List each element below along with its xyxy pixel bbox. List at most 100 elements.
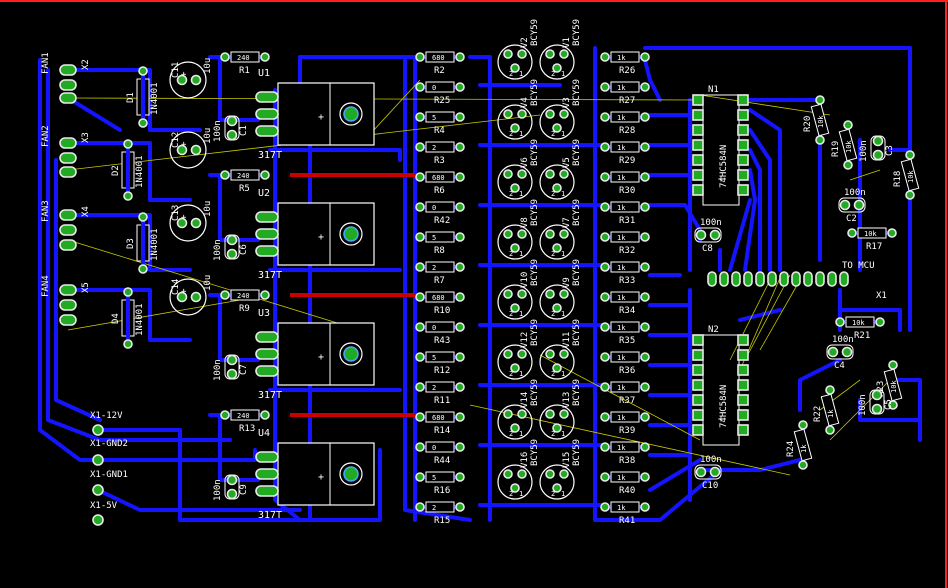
cap-pin: [190, 217, 202, 229]
resistor-pad: [905, 150, 915, 160]
resistor-value: 1k: [617, 204, 626, 212]
resistor-pad: [825, 425, 835, 435]
resistor-pad: [415, 172, 425, 182]
polarity-mark: +: [181, 287, 187, 297]
transistor-ref: V14: [520, 392, 530, 408]
fan4-label: FAN4: [41, 275, 51, 297]
regulator-pin: [255, 485, 279, 497]
resistor-r4: 5R4: [415, 111, 465, 136]
resistor-pad: [415, 412, 425, 422]
transistor-pin: [503, 229, 513, 239]
resistor-ref: R29: [619, 156, 635, 166]
pin-number: 1: [561, 430, 565, 438]
transistor-pin: [559, 109, 569, 119]
power-terminal-3[interactable]: [92, 484, 104, 496]
resistor-value: 1k: [617, 54, 626, 62]
transistor-pin: [510, 423, 520, 433]
regulator-pin: [255, 125, 279, 137]
fan-connector-3[interactable]: [59, 209, 77, 251]
resistor-ref: R3: [434, 156, 445, 166]
cap-value: 100n: [844, 188, 866, 198]
regulator-ref: U1: [258, 68, 270, 79]
transistor-pin: [552, 63, 562, 73]
pin-number: 2: [509, 250, 513, 258]
cap-value: 100n: [858, 394, 868, 416]
resistor-pad: [455, 322, 465, 332]
resistor-pad: [600, 382, 610, 392]
transistor-part: BCY59: [530, 79, 540, 106]
regulator-pin: [255, 468, 279, 480]
resistor-value: 1k: [617, 144, 626, 152]
resistor-pad: [640, 232, 650, 242]
plus-mark: +: [318, 112, 324, 123]
connector-pin: [59, 284, 77, 296]
resistor-value: 10k: [817, 115, 825, 128]
resistor-pad: [640, 322, 650, 332]
fan-connector-1[interactable]: [59, 64, 77, 104]
ic-pin: [737, 349, 749, 361]
cap-ref: C13: [171, 205, 181, 221]
transistor-pin: [545, 289, 555, 299]
transistor-pin: [545, 469, 555, 479]
resistor-ref: R38: [619, 456, 635, 466]
cap-pin: [190, 74, 202, 86]
resistor-ref: R28: [619, 126, 635, 136]
pin-number: 2: [509, 70, 513, 78]
transistor-part: BCY59: [572, 439, 582, 466]
fan-connector-4[interactable]: [59, 284, 77, 326]
cap-pin: [226, 115, 238, 127]
resistor-pad: [640, 442, 650, 452]
resistor-ref: R14: [434, 426, 450, 436]
header-pin: [839, 271, 849, 287]
pin-number: 2: [551, 70, 555, 78]
diode-ref: D3: [126, 238, 136, 249]
cap-ref: C7: [239, 364, 249, 375]
resistor-pad: [600, 82, 610, 92]
mcu-header[interactable]: [707, 271, 849, 287]
power-terminal-4[interactable]: [92, 514, 104, 526]
cap-value: 10u: [203, 128, 213, 144]
resistor-pad: [415, 142, 425, 152]
terminal-pad: [92, 454, 104, 466]
pin-number: 2: [509, 370, 513, 378]
resistor-value: 10k: [890, 380, 898, 393]
cap-pin: [709, 229, 721, 241]
ic-ref: N2: [708, 325, 719, 335]
power-terminal-1[interactable]: [92, 424, 104, 436]
header-pin: [827, 271, 837, 287]
resistor-ref: R7: [434, 276, 445, 286]
cap-ref: C1: [239, 125, 249, 136]
mounting-hole-pad: [343, 226, 359, 242]
power-5v-label: X1-5V: [90, 501, 118, 511]
resistor-pad: [415, 112, 425, 122]
pin-number: 1: [519, 250, 523, 258]
resistor-ref: R17: [866, 242, 882, 252]
cap-ref: C3: [885, 145, 895, 156]
diode-pin: [138, 264, 148, 274]
resistor-pad: [455, 352, 465, 362]
resistor-value: 0: [432, 84, 436, 92]
resistor-ref: R12: [434, 366, 450, 376]
resistor-ref: R35: [619, 336, 635, 346]
fan-connector-2[interactable]: [59, 137, 77, 178]
resistor-ref: R20: [803, 116, 813, 132]
power-terminal-2[interactable]: [92, 454, 104, 466]
